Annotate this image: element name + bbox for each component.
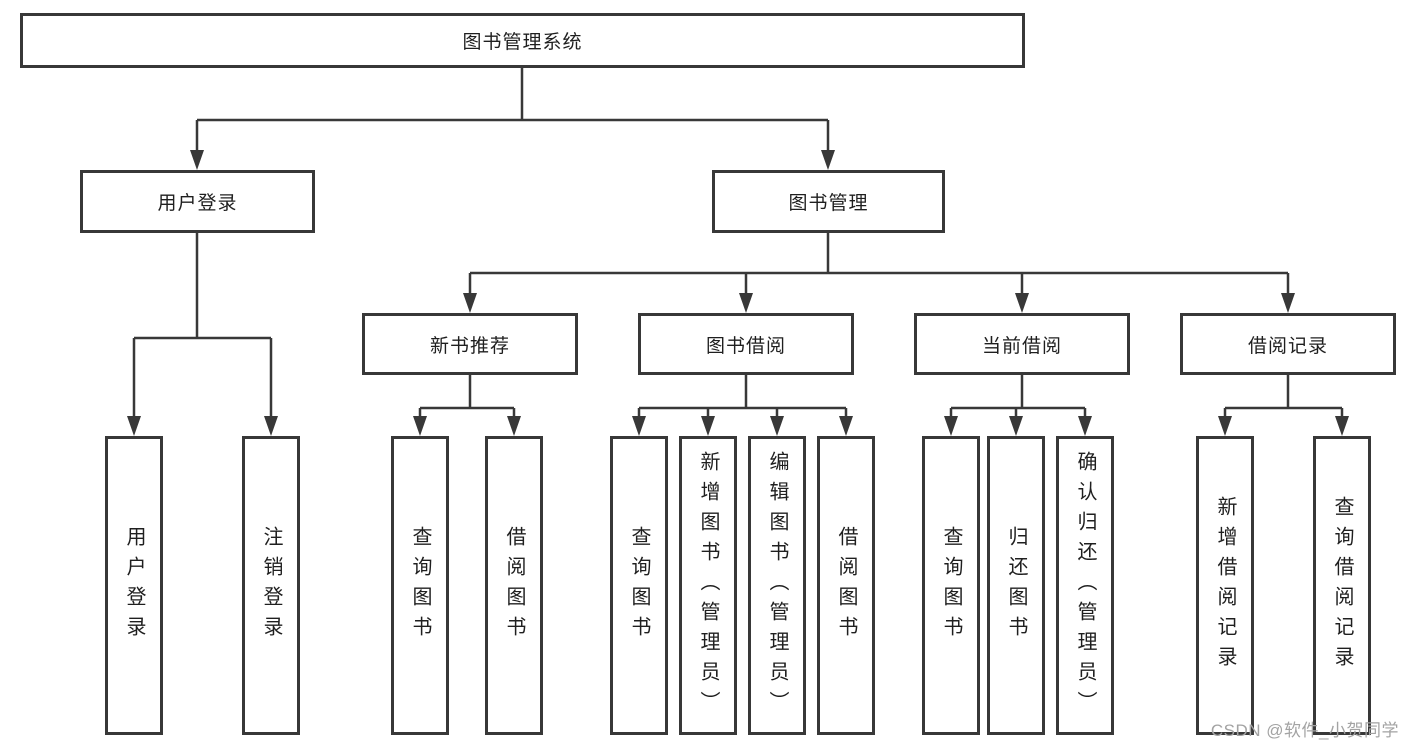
csdn-watermark: CSDN @软件_小贺同学 [1210,721,1399,740]
leaf-query-books-recommend: 查询图书 [391,436,449,735]
node-borrowing-records: 借阅记录 [1180,313,1396,375]
leaf-return-book: 归还图书 [987,436,1045,735]
leaf-borrow-books-borrowing: 借阅图书 [817,436,875,735]
leaf-user-login: 用户登录 [105,436,163,735]
leaf-confirm-return-admin: 确认归还（管理员） [1056,436,1114,735]
node-book-borrowing: 图书借阅 [638,313,854,375]
leaf-logout: 注销登录 [242,436,300,735]
leaf-edit-book-admin: 编辑图书（管理员） [748,436,806,735]
node-new-book-recommendation: 新书推荐 [362,313,578,375]
leaf-query-books-borrowing: 查询图书 [610,436,668,735]
node-book-management: 图书管理 [712,170,945,233]
leaf-borrow-books-recommend: 借阅图书 [485,436,543,735]
connector-path [132,68,1344,416]
leaf-add-borrow-record: 新增借阅记录 [1196,436,1254,735]
leaf-add-book-admin: 新增图书（管理员） [679,436,737,735]
leaf-query-borrow-record: 查询借阅记录 [1313,436,1371,735]
node-library-management-system: 图书管理系统 [20,13,1025,68]
node-current-borrowing: 当前借阅 [914,313,1130,375]
leaf-query-books-current: 查询图书 [922,436,980,735]
node-user-login: 用户登录 [80,170,315,233]
